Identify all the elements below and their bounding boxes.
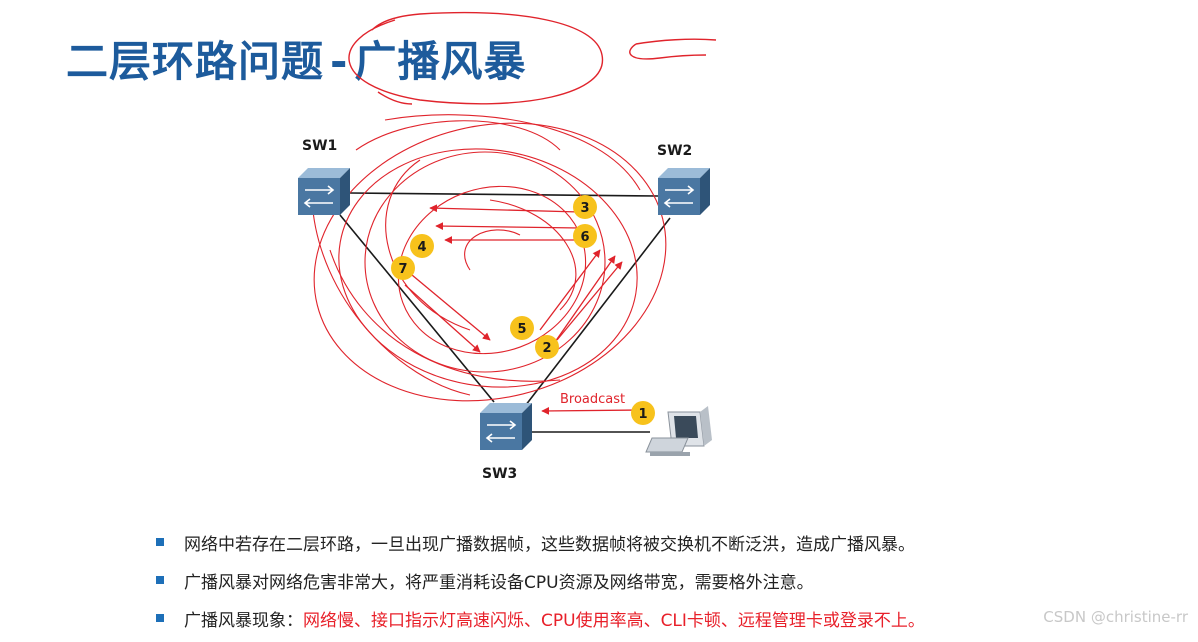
bullet-item: 广播风暴现象：网络慢、接口指示灯高速闪烁、CPU使用率高、CLI卡顿、远程管理卡…: [156, 604, 1196, 642]
sw3-label: SW3: [482, 466, 517, 482]
title-highlight: 广播风暴: [354, 37, 527, 86]
broadcast-loop-scribbles: [311, 114, 667, 402]
switch-sw1: [298, 168, 350, 215]
svg-text:2: 2: [542, 341, 551, 356]
sw2-label: SW2: [657, 143, 692, 159]
broadcast-label: Broadcast: [560, 392, 625, 407]
watermark: CSDN @christine-rr: [1043, 608, 1188, 626]
svg-text:6: 6: [580, 230, 589, 245]
svg-text:4: 4: [417, 240, 426, 255]
bullet-text: 广播风暴现象：: [184, 611, 303, 631]
switch-sw3: [480, 403, 532, 450]
switch-arrows-icon: [485, 420, 517, 443]
link-sw1-sw2: [349, 192, 659, 197]
bullet-square-icon: [156, 576, 164, 584]
bullet-item: 广播风暴对网络危害非常大，将严重消耗设备CPU资源及网络带宽，需要格外注意。: [156, 566, 1196, 604]
bullet-list: 网络中若存在二层环路，一旦出现广播数据帧，这些数据帧将被交换机不断泛洪，造成广播…: [156, 528, 1196, 642]
marker-1: 1: [631, 401, 655, 425]
link-sw2-sw3: [521, 217, 671, 411]
arrow-sw1-to-sw3-a: [411, 274, 491, 341]
arrow-pc-to-sw3: [541, 407, 641, 415]
switch-sw2: [658, 168, 710, 215]
svg-text:5: 5: [517, 322, 526, 337]
bullet-text: 网络中若存在二层环路，一旦出现广播数据帧，这些数据帧将被交换机不断泛洪，造成广播…: [184, 535, 915, 555]
page-title: 二层环路问题-广播风暴: [66, 28, 526, 89]
bullet-item: 网络中若存在二层环路，一旦出现广播数据帧，这些数据帧将被交换机不断泛洪，造成广播…: [156, 528, 1196, 566]
svg-text:1: 1: [638, 407, 647, 422]
marker-2: 2: [535, 335, 559, 359]
title-main: 二层环路问题: [66, 37, 325, 86]
svg-text:7: 7: [398, 262, 407, 277]
arrow-sw2-to-sw1-b: [435, 222, 581, 230]
broadcast-flow-arrows: [404, 204, 641, 415]
marker-7: 7: [391, 256, 415, 280]
title-separator: -: [330, 37, 349, 86]
step-markers: 1 2 3 4 5 6 7: [391, 195, 655, 425]
switch-arrows-icon: [303, 185, 335, 208]
arrow-sw3-to-sw2-c: [539, 249, 601, 331]
bullet-red-text: 网络慢、接口指示灯高速闪烁、CPU使用率高、CLI卡顿、远程管理卡或登录不上。: [303, 611, 925, 631]
svg-text:3: 3: [580, 201, 589, 216]
arrow-sw3-to-sw2-a: [547, 255, 616, 353]
arrow-sw2-to-sw1-a: [429, 204, 581, 213]
arrow-sw1-to-sw3-b: [404, 284, 481, 353]
pc-icon: [645, 406, 712, 456]
sw1-label: SW1: [302, 138, 337, 154]
bullet-square-icon: [156, 614, 164, 622]
title-scribble: [348, 11, 717, 105]
marker-4: 4: [410, 234, 434, 258]
bullet-square-icon: [156, 538, 164, 546]
switch-arrows-icon: [663, 185, 695, 208]
arrow-sw3-to-sw2-b: [556, 261, 623, 341]
marker-5: 5: [510, 316, 534, 340]
marker-6: 6: [573, 224, 597, 248]
bullet-text: 广播风暴对网络危害非常大，将严重消耗设备CPU资源及网络带宽，需要格外注意。: [184, 573, 814, 593]
marker-3: 3: [573, 195, 597, 219]
